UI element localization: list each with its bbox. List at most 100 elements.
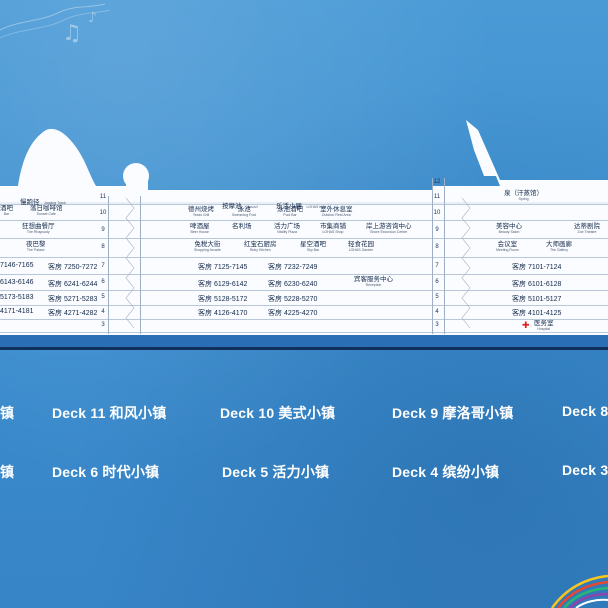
deck-number: 4: [101, 309, 105, 315]
deck-4-label[interactable]: Deck 4 缤纷小镇: [392, 464, 500, 480]
venue-sky-bar: 星空酒吧 Sky Bar: [300, 241, 326, 252]
venue-beauty-salon: 美容中心 Beauty Salon: [496, 223, 522, 234]
deck-line: [0, 238, 608, 239]
ship-silhouette-icon: [0, 120, 608, 336]
cabin-range: 客房 7250-7272: [48, 264, 98, 271]
deck-6-label[interactable]: Deck 6 时代小镇: [52, 464, 160, 480]
venue-swimming-pool: 泳池 Swimming Pool: [232, 206, 257, 217]
svg-text:♪: ♪: [88, 10, 97, 26]
staircase-icon: [461, 198, 471, 329]
deck-line: [0, 290, 608, 291]
venue-palace: 夜巴黎 The Palace: [26, 241, 46, 252]
deck-number: 6: [101, 279, 105, 285]
cabin-range: 6143-6146: [0, 279, 34, 286]
cabin-range: 客房 7101-7124: [512, 264, 562, 271]
deck-line: [0, 257, 608, 258]
deck-line: [0, 220, 608, 221]
deck-line: [0, 204, 608, 205]
venue-spring: 泉（汗蒸馆） Spring: [504, 190, 543, 201]
venue-zoe-theatre: 达蒂剧院 Zoe Theatre: [574, 223, 600, 234]
venue-shore-excursion: 岸上游咨询中心 Shore Excursion Center: [366, 223, 412, 234]
deck-number: 8: [435, 244, 439, 250]
venue-lohas-hub: 乐活小居 LOHAS Hub: [276, 203, 326, 210]
venue-bar: 酒吧 Bar: [0, 205, 13, 216]
cabin-range: 客房 6101-6128: [512, 281, 562, 288]
venue-vitality-plaza: 活力广场 Vitality Plaza: [274, 223, 300, 234]
rainbow-swirl-decoration-icon: [550, 574, 608, 608]
deck-number: 11: [99, 194, 107, 200]
deck-11-label[interactable]: Deck 11 和风小镇: [52, 405, 167, 421]
cabin-range: 客房 5101-5127: [512, 296, 562, 303]
cabin-range: 4171-4181: [0, 308, 34, 315]
svg-text:♫: ♫: [62, 21, 82, 46]
deck-8-label[interactable]: Deck 8: [562, 403, 608, 419]
cabin-range: 客房 7232-7249: [268, 264, 318, 271]
venue-shopping-arcade: 免税大街 Shopping Arcade: [194, 241, 221, 252]
cabin-range: 客房 6230-6240: [268, 281, 318, 288]
venue-vanity-fair: 名利场: [232, 223, 252, 230]
deck-number: 12: [433, 179, 441, 185]
cabin-range: 客房 5228-5270: [268, 296, 318, 303]
venue-jacuzzi: 按摩池 Jacuzzi: [222, 203, 258, 210]
column-divider: [140, 196, 141, 334]
deck-number: 7: [101, 263, 105, 269]
cabin-range: 客房 6129-6142: [198, 281, 248, 288]
cabin-range: 客房 4225-4270: [268, 310, 318, 317]
staircase-icon: [125, 198, 135, 329]
hull-keel-line: [0, 347, 608, 350]
cabin-range: 客房 4126-4170: [198, 310, 248, 317]
venue-rhapsody: 狂想曲餐厅 The Rhapsody: [22, 223, 55, 234]
deck-line: [0, 274, 608, 275]
deck-line: [0, 319, 608, 320]
music-note-decoration-icon: ♫ ♪: [0, 3, 111, 46]
column-divider: [444, 178, 445, 334]
hull-waterline: [0, 335, 608, 349]
venue-sunset-cafe: 落日咖啡馆 Sunset Cafe: [30, 205, 63, 216]
column-divider: [432, 178, 433, 334]
venue-jogging-track: 慢跑径 Jogging Track: [20, 199, 66, 206]
deck-number: 11: [433, 194, 441, 200]
venue-beer-house: 啤酒屋 Beer House: [190, 223, 210, 234]
cabin-range: 客房 5128-5172: [198, 296, 248, 303]
deck-10-label[interactable]: Deck 10 美式小镇: [220, 405, 336, 421]
column-divider: [108, 196, 109, 334]
cabin-range: 客房 5271-5283: [48, 296, 98, 303]
deck-number: 10: [99, 210, 107, 216]
venue-hospital: 医务室 Hospital: [534, 320, 554, 331]
cabin-range: 7146-7165: [0, 262, 34, 269]
deck-number: 5: [101, 294, 105, 300]
venue-texas-grill: 德州烧烤 Texas Grill: [188, 206, 214, 217]
deck-number: 9: [435, 227, 439, 233]
venue-outdoor-rest: 室外休息室 Outdoor Rest Area: [320, 206, 353, 217]
deck-number: 3: [435, 322, 439, 328]
deck-line: [0, 332, 608, 333]
deck-3-label[interactable]: Deck 3: [562, 462, 608, 478]
cabin-range: 5173-5183: [0, 294, 34, 301]
venue-pool-bar: 泳池酒吧 Pool Bar: [277, 206, 303, 217]
deck-number: 8: [101, 244, 105, 250]
cabin-range: 客房 4271-4282: [48, 310, 98, 317]
venue-lohas-shop: 市集商铺 LOHAS Shop: [320, 223, 346, 234]
deck-number: 4: [435, 309, 439, 315]
cabin-range: 客房 4101-4125: [512, 310, 562, 317]
venue-ruby-kitchen: 红宝石厨房 Ruby Kitchen: [244, 241, 277, 252]
deck-9-label[interactable]: Deck 9 摩洛哥小镇: [392, 405, 514, 421]
deck-number: 3: [101, 322, 105, 328]
deck-line: [0, 305, 608, 306]
deck-number: 9: [101, 227, 105, 233]
venue-meeting-room: 会议室 Meeting Room: [496, 241, 519, 252]
cabin-range: 客房 7125-7145: [198, 264, 248, 271]
deck-label-partial[interactable]: 镇: [0, 405, 15, 421]
venue-reception: 宾客服务中心 Reception: [354, 276, 393, 287]
deck-number: 6: [435, 279, 439, 285]
venue-gallery: 大师画廊 The Gallery: [546, 241, 572, 252]
medical-cross-icon: ✚: [522, 320, 530, 330]
deck-number: 5: [435, 294, 439, 300]
deck-5-label[interactable]: Deck 5 活力小镇: [222, 464, 330, 480]
deck-number: 7: [435, 263, 439, 269]
deck-number: 10: [433, 210, 441, 216]
cabin-range: 客房 6241-6244: [48, 281, 98, 288]
ship-cross-section: 11 10 9 8 7 6 5 4 3 12 11 10 9 8 7 6 5 4…: [0, 120, 608, 350]
venue-lohas-garden: 轻食花园 LOHAS Garden: [348, 241, 374, 252]
deck-label-partial[interactable]: 镇: [0, 464, 15, 480]
